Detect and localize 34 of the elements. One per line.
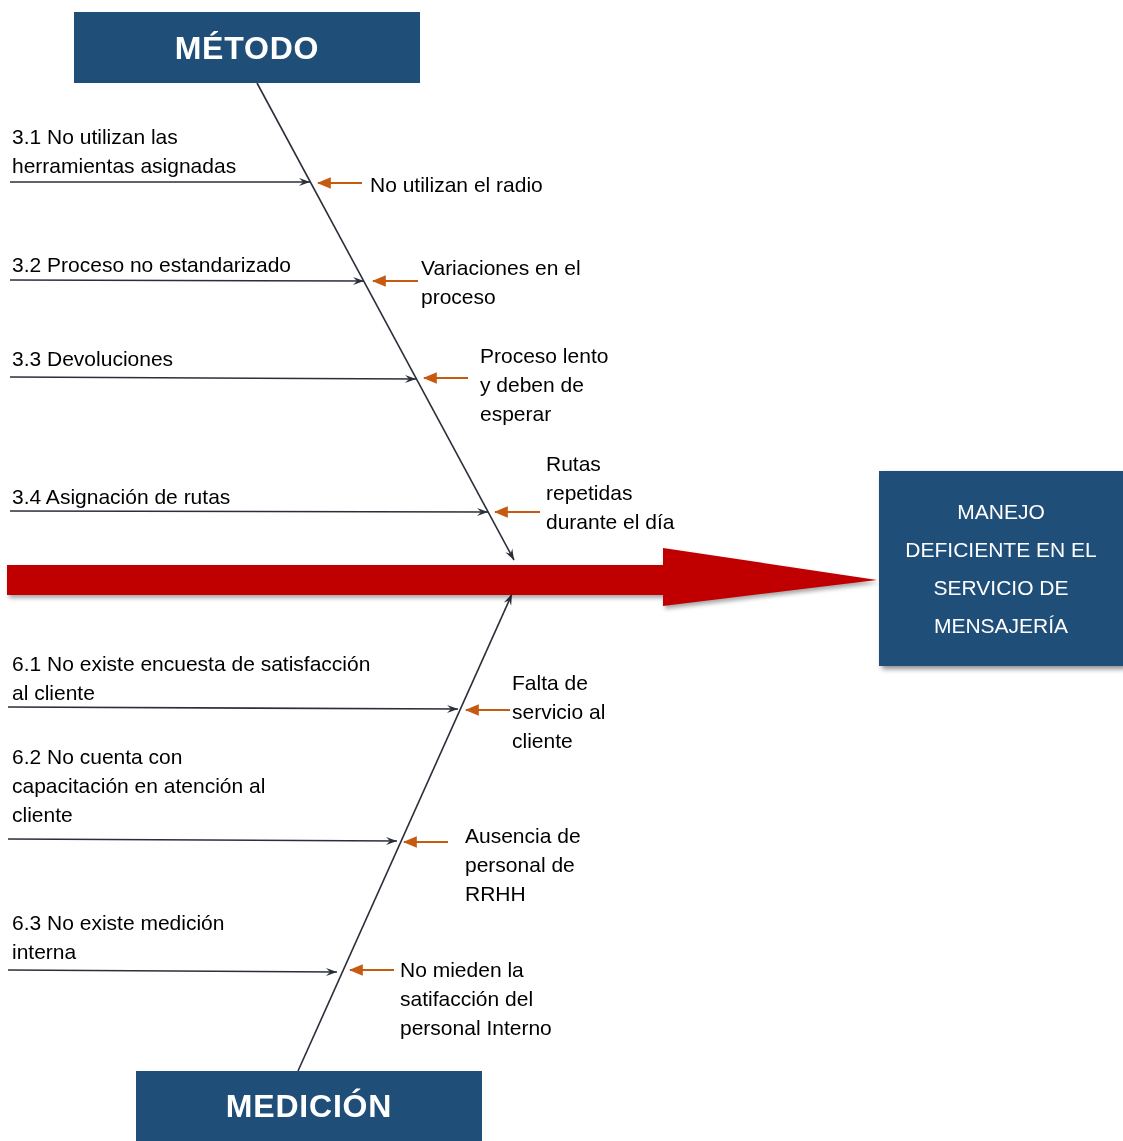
- arrow: [9, 374, 417, 383]
- cause-label: 3.3 Devoluciones: [12, 344, 312, 373]
- sub-cause-label: Ausencia de personal de RRHH: [465, 821, 610, 908]
- arrow: [493, 506, 541, 518]
- category-box: MÉTODO: [74, 12, 420, 83]
- arrow: [464, 704, 511, 716]
- arrow: [7, 967, 338, 976]
- sub-cause-label: Variaciones en el proceso: [421, 253, 626, 311]
- arrow: [9, 276, 365, 285]
- arrow: [9, 178, 311, 186]
- sub-cause-label: Proceso lento y deben de esperar: [480, 341, 610, 428]
- arrow: [9, 508, 489, 516]
- arrow: [297, 593, 513, 1072]
- category-box: MEDICIÓN: [136, 1071, 482, 1141]
- arrow: [256, 82, 515, 561]
- arrow: [7, 836, 398, 845]
- arrow: [422, 372, 469, 384]
- cause-label: 3.4 Asignación de rutas: [12, 482, 312, 511]
- cause-label: 6.3 No existe medición interna: [12, 908, 282, 966]
- cause-label: 6.1 No existe encuesta de satisfacción al cliente: [12, 649, 392, 707]
- arrow: [7, 704, 459, 713]
- arrow: [371, 275, 419, 287]
- sub-cause-label: No mieden la satifacción del personal Interno: [400, 955, 588, 1042]
- sub-cause-label: Falta de servicio al cliente: [512, 668, 632, 755]
- sub-cause-label: Rutas repetidas durante el día: [546, 449, 686, 536]
- arrow: [402, 836, 449, 848]
- spine-arrow: [7, 548, 877, 606]
- arrow: [316, 177, 363, 189]
- cause-label: 3.2 Proceso no estandarizado: [12, 250, 357, 279]
- arrow: [348, 964, 395, 976]
- cause-label: 6.2 No cuenta con capacitación en atención al cliente: [12, 742, 302, 829]
- sub-cause-label: No utilizan el radio: [370, 170, 595, 199]
- cause-label: 3.1 No utilizan las herramientas asignadas: [12, 122, 302, 180]
- effect-box: MANEJO DEFICIENTE EN EL SERVICIO DE MENSAJERÍA: [879, 471, 1123, 666]
